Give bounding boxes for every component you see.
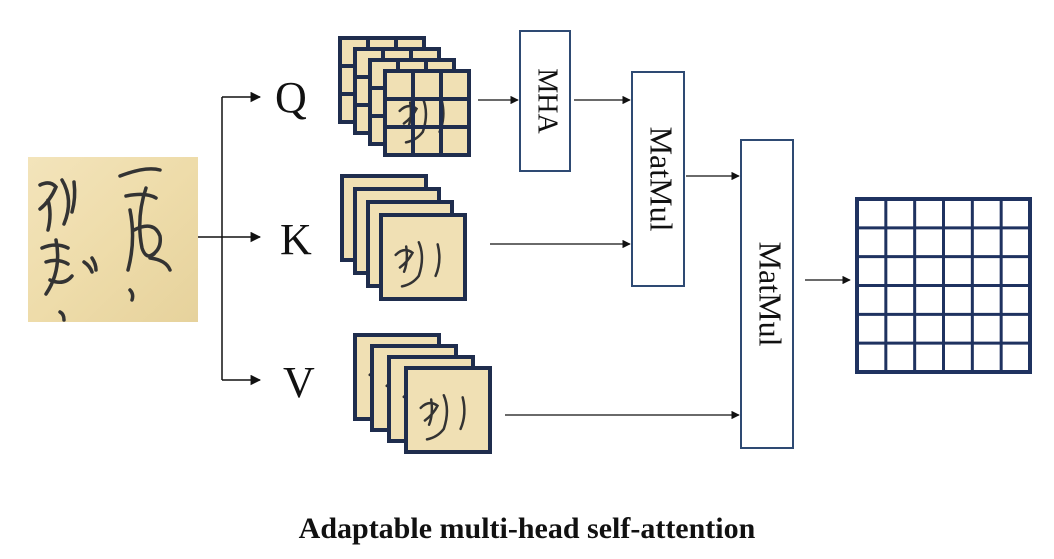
query-patch-stack <box>338 36 471 157</box>
patch-card <box>383 69 471 157</box>
patch-card <box>404 366 492 454</box>
matmul-block-1: MatMul <box>631 71 685 287</box>
handwriting-icon <box>419 394 466 441</box>
mha-label: MHA <box>532 68 563 134</box>
matmul-block-2: MatMul <box>740 139 794 449</box>
matmul-label-1: MatMul <box>644 127 680 232</box>
attention-grid-output <box>855 197 1032 374</box>
split-connector <box>198 91 262 386</box>
handwriting-icon <box>38 167 172 322</box>
diagram-caption: Adaptable multi-head self-attention <box>298 512 756 545</box>
attention-diagram: Q K V MHA MatMul MatMul <box>28 30 1032 454</box>
key-label: K <box>280 215 312 264</box>
handwriting-icon <box>394 241 441 288</box>
value-label: V <box>283 358 315 407</box>
mha-block: MHA <box>519 30 571 172</box>
value-patch-stack <box>353 333 492 454</box>
key-patch-stack <box>340 174 467 301</box>
query-label: Q <box>275 73 307 122</box>
flow-arrows <box>478 95 851 420</box>
input-image <box>28 157 198 322</box>
patch-card <box>379 213 467 301</box>
handwriting-icon <box>398 97 445 144</box>
matmul-label-2: MatMul <box>753 242 789 347</box>
